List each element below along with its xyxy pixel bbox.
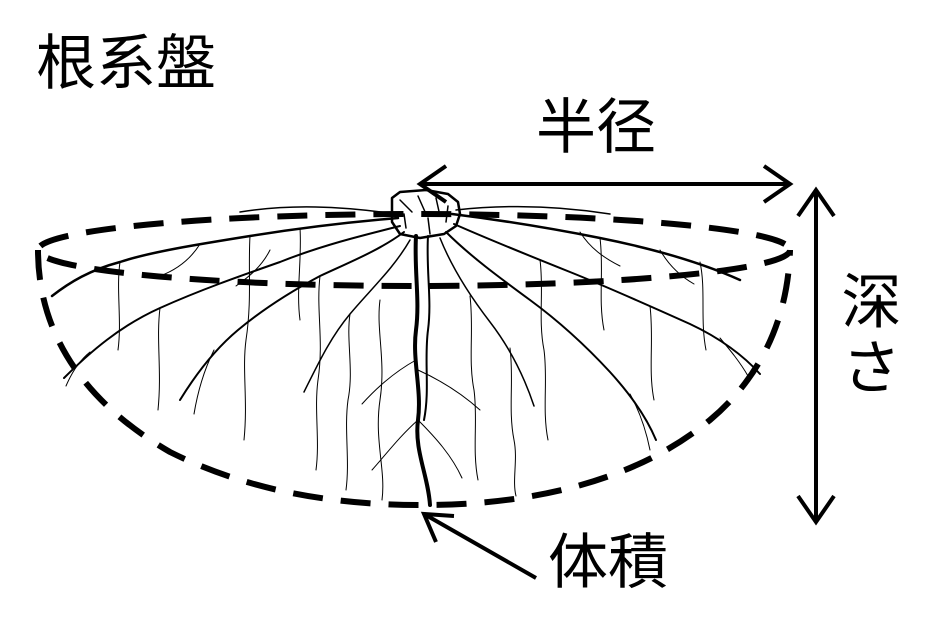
radius-label: 半径	[536, 93, 656, 163]
lateral-root-left-4	[303, 239, 411, 393]
root-plate-bottom-curve	[35, 249, 793, 509]
depth-arrow-head-top	[796, 186, 836, 218]
lateral-root-right-3	[445, 231, 657, 441]
lateral-root-left-2	[63, 225, 401, 379]
taproot	[413, 234, 432, 507]
volume-label: 体積	[548, 528, 668, 598]
lateral-root-right-5	[455, 205, 611, 215]
lateral-root-right-2	[453, 223, 761, 375]
lateral-root-right-1	[450, 212, 742, 282]
volume-arrow-head	[420, 511, 455, 543]
radius-arrow-head-right	[762, 164, 794, 204]
lateral-root-left-1	[50, 216, 400, 298]
lateral-root-right-4	[439, 237, 535, 407]
taproot-edge	[423, 235, 431, 421]
root-system-illustration	[50, 188, 761, 507]
fine-roots	[65, 227, 749, 501]
depth-label: 深さ	[831, 270, 901, 402]
lateral-root-left-5	[239, 206, 397, 215]
volume-arrow	[423, 512, 537, 580]
depth-arrow-head-bottom	[796, 494, 836, 526]
diagram-title: 根系盤	[36, 29, 216, 99]
root-plate-outline	[35, 211, 793, 509]
lateral-root-left-3	[179, 231, 405, 401]
radius-arrow-head-left	[416, 164, 448, 204]
